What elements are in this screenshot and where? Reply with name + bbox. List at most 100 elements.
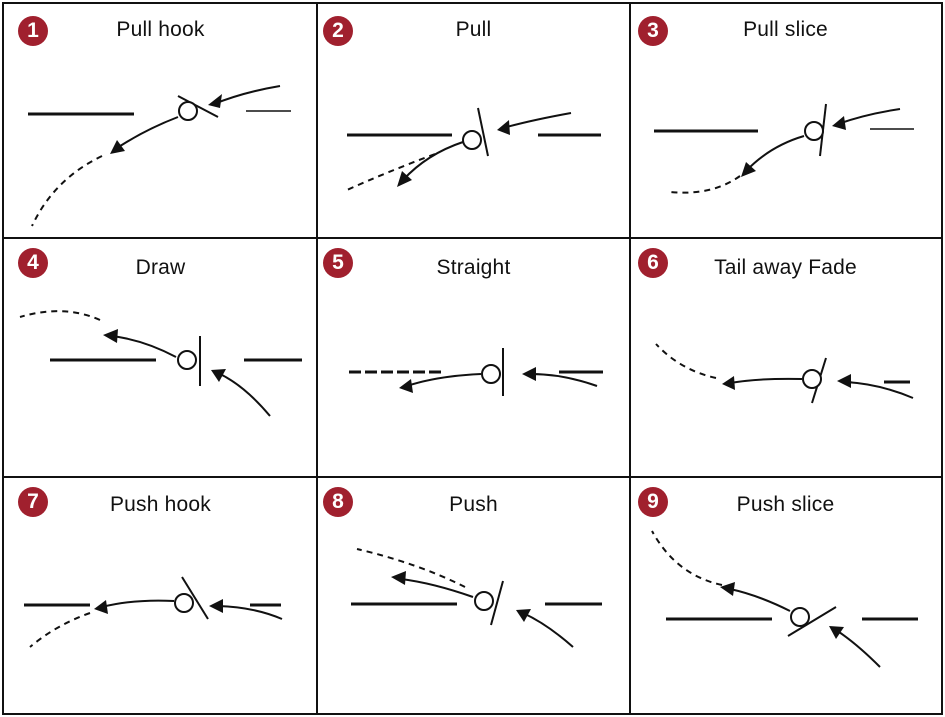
arrowhead [829, 626, 844, 639]
arrowhead [209, 599, 223, 613]
ball [174, 593, 194, 613]
number-badge: 9 [638, 487, 668, 517]
shot-title: Draw [135, 256, 186, 279]
arrowhead [208, 94, 222, 108]
ball [790, 607, 810, 627]
grid-border-bottom [2, 713, 943, 715]
number-badge: 8 [323, 487, 353, 517]
dashed-extension [19, 310, 101, 321]
arrowhead [837, 374, 851, 388]
dashed-extension [346, 153, 436, 191]
cell-pull: 2 Pull [317, 4, 630, 236]
arrowhead [103, 329, 118, 343]
number-badge: 5 [323, 248, 353, 278]
grid-row-divider [2, 237, 943, 239]
ball-flight-path [101, 599, 175, 608]
clubface-line [787, 606, 837, 637]
clubface-line [490, 580, 504, 626]
number-badge: 7 [18, 487, 48, 517]
number-badge: 3 [638, 16, 668, 46]
ball-flight-path [729, 377, 803, 384]
incoming-path [835, 629, 881, 668]
dashed-extension [31, 155, 103, 227]
clubface-line [181, 576, 209, 620]
clubface-line [177, 95, 219, 118]
incoming-path [530, 373, 598, 387]
shot-diagram [19, 310, 302, 417]
shot-title: Push slice [736, 493, 835, 516]
incoming-path [522, 612, 574, 648]
number-badge: 2 [323, 16, 353, 46]
incoming-path [502, 112, 572, 129]
ball-flight-path [400, 578, 474, 598]
ball [178, 101, 198, 121]
shot-diagram [24, 576, 283, 648]
cell-pull-hook: 1 Pull hook [4, 4, 317, 236]
cell-straight: 5 Straight [317, 240, 630, 475]
arrowhead [516, 609, 531, 622]
cell-push: 8 Push [317, 479, 630, 713]
number-badge: 6 [638, 248, 668, 278]
dashed-extension [655, 343, 717, 379]
ball [177, 350, 197, 370]
incoming-path [837, 108, 901, 125]
ball [481, 364, 501, 384]
shot-title: Straight [436, 256, 511, 279]
number-badge: 4 [18, 248, 48, 278]
incoming-path [217, 605, 283, 620]
shot-diagram [349, 348, 603, 396]
incoming-path [213, 85, 281, 105]
cell-pull-slice: 3 Pull slice [630, 4, 941, 236]
shot-diagram [346, 107, 601, 191]
cell-draw: 4 Draw [4, 240, 317, 475]
grid-border-right [941, 2, 943, 715]
arrowhead [522, 367, 536, 381]
shot-title: Push hook [109, 493, 212, 516]
shot-title: Tail away Fade [714, 256, 857, 279]
shot-diagram [655, 343, 914, 404]
clubface-line [477, 107, 489, 157]
ball-flight-path [729, 588, 791, 612]
arrowhead [832, 116, 846, 130]
ball-flight-path [111, 335, 177, 358]
arrowhead [211, 369, 226, 382]
arrowhead [110, 140, 125, 154]
grid-column-divider [316, 2, 318, 715]
ball-flight-path [402, 141, 464, 181]
arrowhead [94, 600, 108, 614]
grid-column-divider [629, 2, 631, 715]
shot-title: Pull hook [116, 18, 205, 41]
arrowhead [391, 571, 406, 585]
dashed-extension [29, 612, 91, 648]
ball [802, 369, 822, 389]
cell-push-hook: 7 Push hook [4, 479, 317, 713]
arrowhead [720, 582, 735, 596]
grid-border-top [2, 2, 943, 4]
shot-diagram [28, 85, 291, 227]
incoming-path [217, 372, 271, 417]
dashed-extension [669, 175, 741, 194]
dashed-extension [356, 548, 466, 588]
ball-flight-path [406, 373, 482, 387]
arrowhead [497, 120, 510, 135]
arrowhead [741, 162, 756, 177]
cell-tail-away-fade: 6 Tail away Fade [630, 240, 941, 475]
grid-row-divider [2, 476, 943, 478]
shot-title: Pull [455, 18, 492, 41]
ball [804, 121, 824, 141]
number-badge: 1 [18, 16, 48, 46]
shot-title: Push [449, 493, 498, 516]
ball [474, 591, 494, 611]
ball-flight-path [745, 135, 805, 172]
dashed-extension [651, 530, 723, 586]
cell-push-slice: 9 Push slice [630, 479, 941, 713]
shot-diagram [351, 548, 602, 648]
ball-flight-path [113, 116, 179, 151]
incoming-path [845, 381, 914, 399]
ball [462, 130, 482, 150]
arrowhead [399, 379, 413, 393]
arrowhead [722, 376, 735, 390]
grid-border-left [2, 2, 4, 715]
shot-diagram [654, 103, 914, 194]
